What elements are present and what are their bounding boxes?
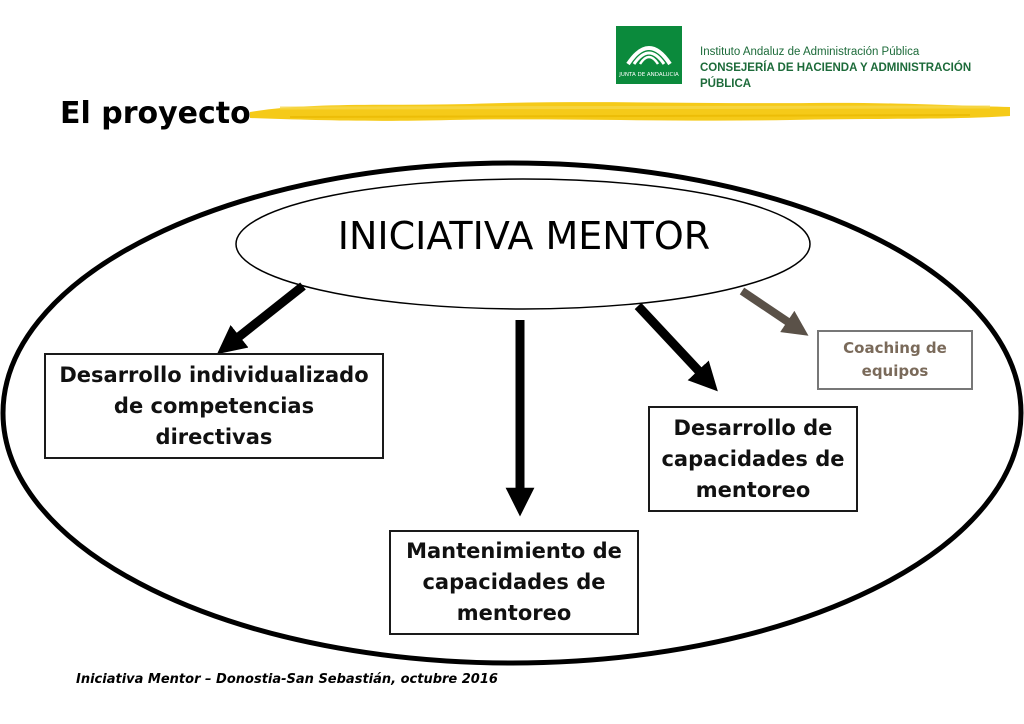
arch-emblem-icon: JUNTA DE ANDALUCIA [618, 46, 679, 78]
slide-title: El proyecto [60, 96, 251, 131]
central-node-label: INICIATIVA MENTOR [337, 214, 711, 258]
arrow-to-individual-development [216, 282, 306, 355]
box-team-coaching: Coaching de equipos [817, 330, 973, 390]
central-ellipse [235, 178, 811, 310]
arrow-to-mentoring-development [634, 302, 718, 392]
org-line-2: CONSEJERÍA DE HACIENDA Y ADMINISTRACIÓN … [700, 62, 972, 90]
org-line-1: Instituto Andaluz de Administración Públ… [700, 46, 920, 58]
logo-caption: JUNTA DE ANDALUCIA [618, 72, 679, 78]
box-development-mentoring: Desarrollo de capacidades de mentoreo [648, 406, 858, 512]
junta-andalucia-logo: JUNTA DE ANDALUCIA [616, 26, 682, 84]
yellow-brush-highlight [250, 102, 1010, 121]
organization-name: Instituto Andaluz de Administración Públ… [700, 44, 1024, 92]
box-maintenance-mentoring: Mantenimiento de capacidades de mentoreo [389, 530, 639, 635]
slide-footer: Iniciativa Mentor – Donostia-San Sebasti… [76, 672, 498, 687]
outer-ellipse [0, 160, 1024, 666]
box-individual-development: Desarrollo individualizado de competenci… [44, 353, 384, 459]
arrow-to-team-coaching [739, 287, 809, 336]
